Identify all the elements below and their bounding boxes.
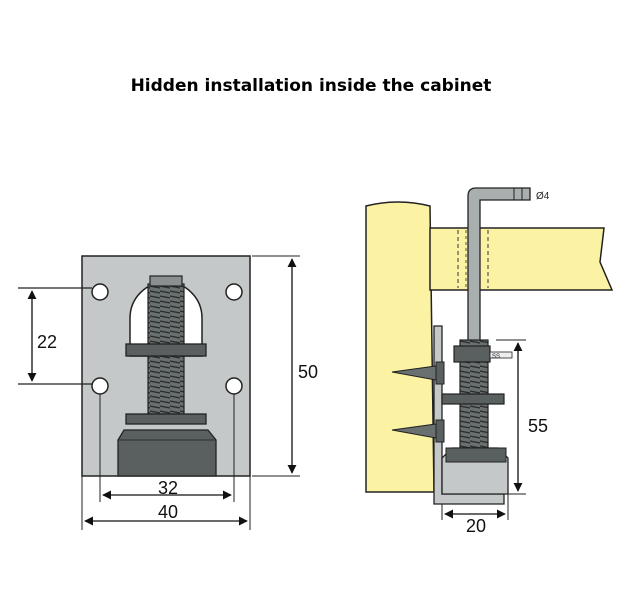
leveling-foot [117, 429, 217, 477]
clamp-lower [125, 413, 207, 425]
nut-upper [125, 343, 207, 357]
adjust-nut [453, 345, 491, 363]
dim-outer-width: 40 [158, 502, 178, 522]
dim-width-side: 20 [466, 516, 486, 536]
clamp-plate-side [441, 393, 505, 405]
dim-key-diameter: Ø4 [536, 191, 550, 202]
front-view: 22 50 32 40 [18, 255, 318, 530]
rod-cap [149, 275, 183, 287]
wood-screw [391, 361, 445, 385]
diagram-title: Hidden installation inside the cabinet [130, 76, 492, 96]
screw-hole [91, 377, 109, 395]
cabinet-shelf [429, 227, 614, 291]
dim-wrench: SS [492, 354, 500, 360]
side-view: Ø4 SS 55 20 [365, 187, 614, 536]
dim-hole-spacing: 22 [37, 332, 57, 352]
screw-hole [91, 283, 109, 301]
wood-screw [391, 419, 445, 443]
screw-hole [225, 377, 243, 395]
screw-hole [225, 283, 243, 301]
dim-height-front: 50 [298, 362, 318, 382]
dim-height-side: 55 [528, 416, 548, 436]
dim-inner-width: 32 [158, 478, 178, 498]
cabinet-side-panel [365, 201, 435, 493]
hex-key [467, 187, 531, 347]
